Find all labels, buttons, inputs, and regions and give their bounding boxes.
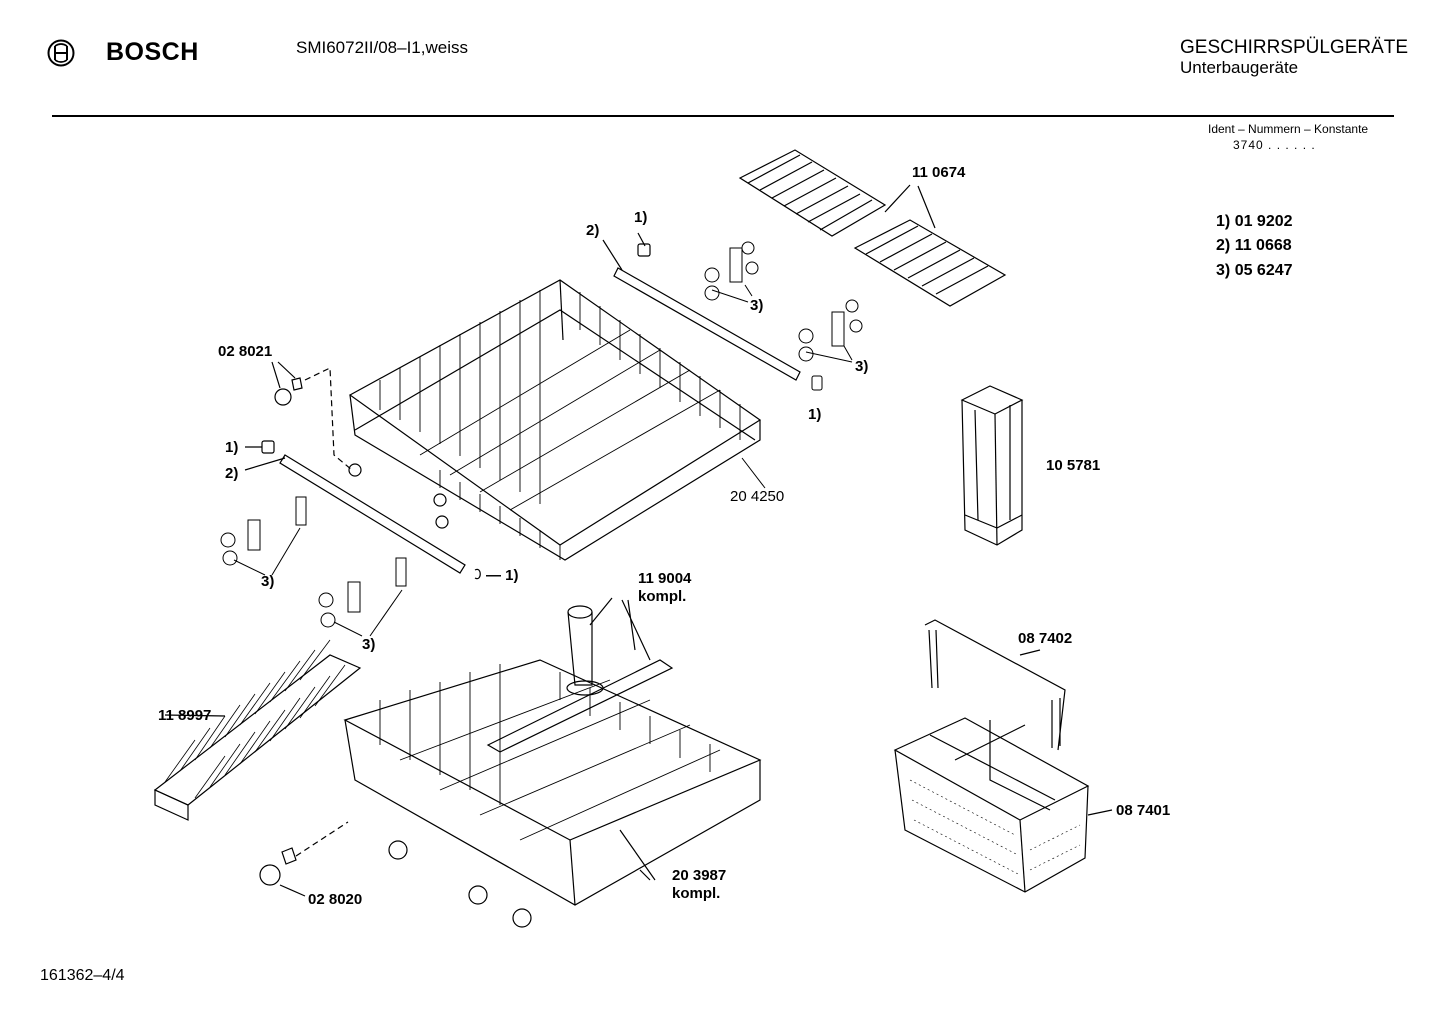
legend-part: 11 0668	[1234, 237, 1292, 254]
part-label-kompl-lower-basket: kompl.	[672, 885, 721, 902]
callout-2-top: 2)	[586, 222, 600, 239]
tine-rack-118997	[153, 639, 362, 821]
basket-handle-087402	[924, 619, 1066, 751]
rack-insert-110674	[738, 149, 1007, 307]
cutlery-basket-087401	[893, 717, 1113, 893]
legend-item-3: 3) 05 6247	[1216, 262, 1293, 280]
callout-3-b: 3)	[855, 358, 869, 375]
legend-item-2: 2) 11 0668	[1216, 237, 1292, 255]
legend-key: 1)	[1216, 213, 1231, 230]
legend-item-1: 1) 01 9202	[1216, 213, 1293, 231]
callout-3-c: 3)	[261, 573, 275, 590]
callout-1-top: 1)	[634, 209, 648, 226]
category-title: GESCHIRRSPÜLGERÄTE	[1180, 37, 1409, 58]
legend-key: 2)	[1216, 237, 1231, 254]
part-label-105781: 10 5781	[1046, 457, 1101, 474]
part-label-kompl-spray-arm: kompl.	[638, 588, 687, 605]
brand-name: BOSCH	[106, 38, 199, 66]
bosch-logo-icon	[46, 38, 76, 68]
part-label-087402: 08 7402	[1018, 630, 1073, 647]
legend-key: 3)	[1216, 262, 1231, 279]
part-label-204250: 20 4250	[730, 488, 785, 505]
part-label-028021: 02 8021	[218, 343, 273, 360]
upper-rail-top	[613, 267, 801, 381]
legend-part: 05 6247	[1234, 262, 1293, 279]
callout-3-a: 3)	[750, 297, 764, 314]
cutlery-container-105781	[960, 385, 1024, 546]
upper-basket	[348, 279, 766, 561]
part-label-087401: 08 7401	[1116, 802, 1171, 819]
spray-arm-119004	[486, 597, 674, 753]
callout-1-right: 1)	[808, 406, 822, 423]
sheet-number: 161362–4/4	[40, 967, 125, 984]
ident-value: 3740 . . . . . .	[1233, 138, 1316, 152]
part-label-118997: 11 8997	[158, 707, 212, 724]
part-label-028020: 02 8020	[308, 891, 363, 908]
part-label-203987: 20 3987	[672, 867, 727, 884]
header-divider	[52, 115, 1394, 117]
callout-3-d: 3)	[362, 636, 376, 653]
legend-part: 01 9202	[1234, 213, 1293, 230]
callout-1-bottom: — 1)	[486, 567, 519, 584]
callout-1-left: 1)	[225, 439, 239, 456]
upper-rail-left	[279, 454, 466, 574]
callout-2-left: 2)	[225, 465, 239, 482]
subcategory-title: Unterbaugeräte	[1180, 58, 1299, 77]
ident-label: Ident – Nummern – Konstante	[1208, 122, 1369, 136]
model-number: SMI6072II/08–I1,weiss	[296, 38, 468, 57]
part-label-110674: 11 0674	[912, 164, 966, 181]
lower-basket	[343, 659, 762, 928]
part-label-119004: 11 9004	[638, 570, 692, 587]
